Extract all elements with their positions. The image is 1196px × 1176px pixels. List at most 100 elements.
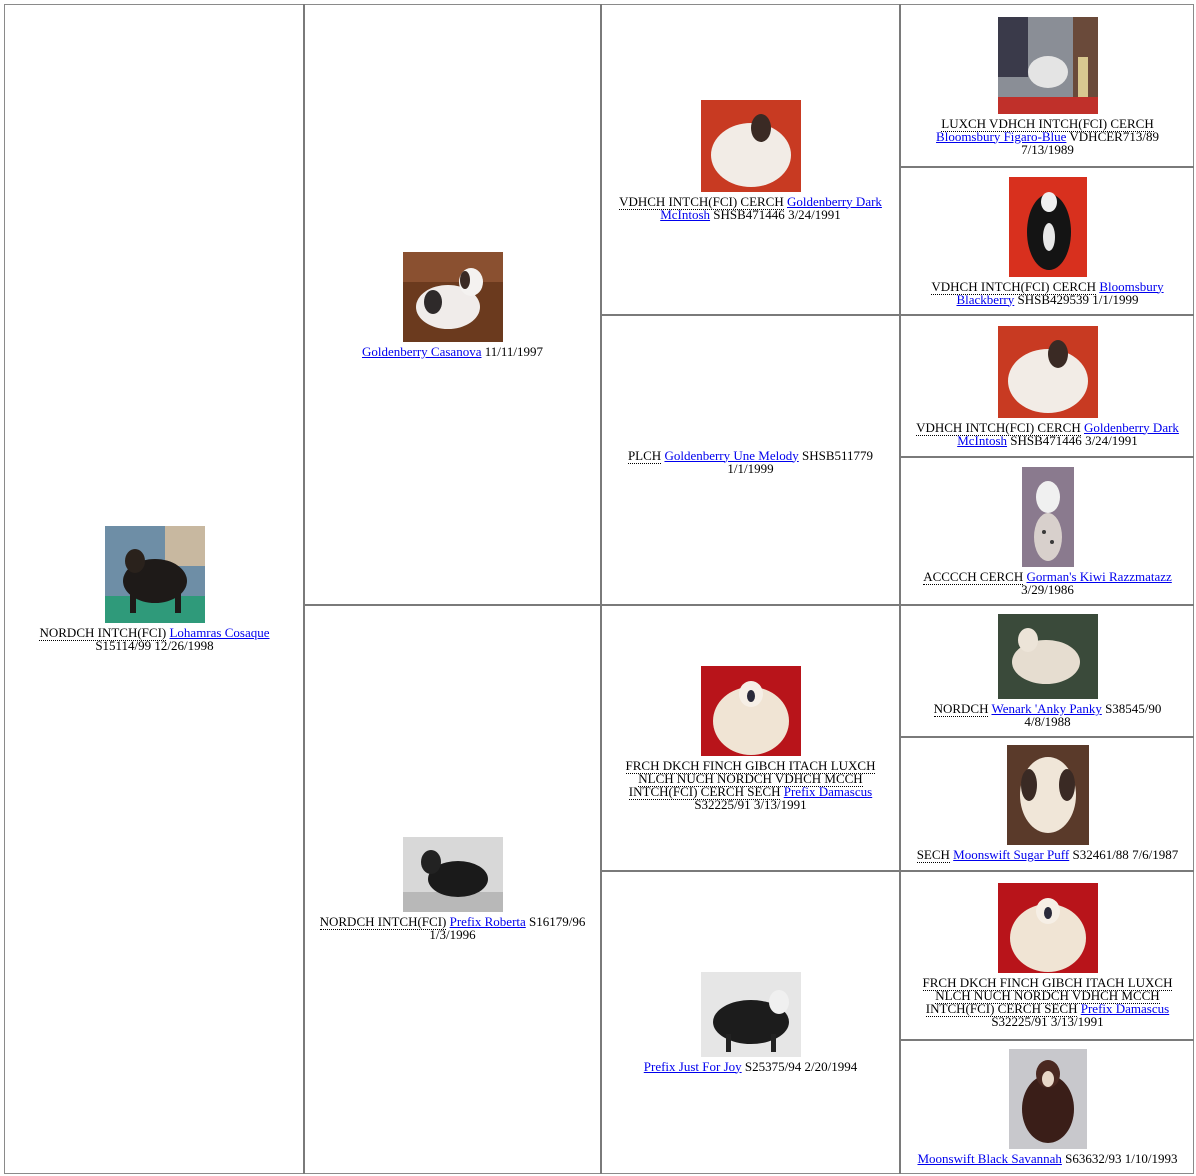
dog-titles: LUXCH VDHCH INTCH(FCI) CERCH (941, 115, 1154, 132)
dog-titles: VDHCH INTCH(FCI) CERCH (931, 278, 1097, 295)
dog-titles: FRCH DKCH FINCH GIBCH ITACH LUXCH NLCH N… (625, 757, 876, 800)
dog-registration: S38545/90 (1105, 701, 1162, 716)
dog-name-link[interactable]: Moonswift Sugar Puff (953, 847, 1070, 862)
dog-birthdate: 4/8/1988 (1024, 714, 1071, 729)
dog-cell-gen4: VDHCH INTCH(FCI) CERCH Goldenberry Dark … (901, 316, 1194, 456)
dog-info: SECH Moonswift Sugar Puff S32461/88 7/6/… (916, 847, 1179, 863)
dog-titles: NORDCH INTCH(FCI) (39, 625, 167, 641)
column-divider (303, 4, 305, 1174)
dog-name-link[interactable]: Moonswift Black Savannah (917, 1150, 1062, 1166)
dog-photo (997, 325, 1098, 418)
dog-name-link[interactable]: Gorman's Kiwi Razzmatazz (1026, 568, 1172, 584)
dog-registration: S25375/94 (744, 1058, 802, 1074)
dog-cell-sire: Goldenberry Casanova 11/11/1997 (305, 6, 600, 604)
dog-birthdate: 2/20/1994 (804, 1058, 858, 1074)
dog-info: Goldenberry Casanova 11/11/1997 (362, 345, 543, 358)
dog-name-link[interactable]: Lohamras Cosaque (169, 625, 270, 640)
dog-name-link[interactable]: Bloomsbury Figaro-Blue (936, 128, 1067, 144)
dog-birthdate: 3/24/1991 (788, 206, 841, 222)
dog-photo (700, 971, 801, 1057)
dog-titles: FRCH DKCH FINCH GIBCH ITACH LUXCH NLCH N… (922, 975, 1173, 1017)
row-divider (900, 166, 1194, 168)
dog-cell-gen4: LUXCH VDHCH INTCH(FCI) CERCH Bloomsbury … (901, 6, 1194, 166)
row-divider (900, 1039, 1194, 1041)
dog-birthdate: 3/24/1991 (1085, 432, 1138, 448)
dog-name-link[interactable]: Prefix Damascus (783, 783, 873, 799)
dog-photo (1006, 745, 1089, 845)
dog-cell-gen3: VDHCH INTCH(FCI) CERCH Goldenberry Dark … (602, 6, 899, 314)
dog-photo (1008, 1048, 1087, 1149)
dog-photo (700, 665, 801, 756)
dog-info: NORDCH INTCH(FCI) Prefix Roberta S16179/… (319, 914, 586, 942)
dog-name-link[interactable]: Prefix Just For Joy (643, 1058, 742, 1074)
dog-cell-gen3: FRCH DKCH FINCH GIBCH ITACH LUXCH NLCH N… (602, 606, 899, 870)
dog-registration: S15114/99 (95, 638, 152, 653)
dog-birthdate: 3/13/1991 (1050, 1014, 1104, 1029)
dog-photo (1021, 466, 1074, 567)
row-divider (601, 314, 1194, 316)
dog-birthdate: 12/26/1998 (154, 638, 214, 653)
dog-name-link[interactable]: Wenark 'Anky Panky (991, 701, 1102, 716)
column-divider (899, 4, 901, 1174)
dog-titles: NORDCH (933, 701, 989, 717)
dog-photo (402, 837, 503, 912)
dog-titles: VDHCH INTCH(FCI) CERCH (619, 193, 784, 210)
dog-birthdate: 1/1/1999 (1092, 291, 1139, 307)
dog-registration: SHSB471446 (1010, 432, 1082, 448)
dog-cell-gen4: ACCCCH CERCH Gorman's Kiwi Razzmatazz 3/… (901, 458, 1194, 604)
dog-name-link[interactable]: Prefix Roberta (449, 914, 526, 929)
dog-titles: NORDCH INTCH(FCI) (319, 914, 447, 930)
row-divider (304, 604, 1194, 606)
dog-info: LUXCH VDHCH INTCH(FCI) CERCH Bloomsbury … (936, 115, 1159, 157)
dog-cell-gen3: PLCH Goldenberry Une Melody SHSB511779 1… (602, 316, 899, 604)
dog-photo (700, 99, 801, 192)
dog-info: VDHCH INTCH(FCI) CERCH Bloomsbury Blackb… (919, 278, 1176, 307)
dog-cell-gen4: Moonswift Black Savannah S63632/93 1/10/… (901, 1041, 1194, 1172)
dog-cell-gen4: FRCH DKCH FINCH GIBCH ITACH LUXCH NLCH N… (901, 872, 1194, 1039)
dog-info: Moonswift Black Savannah S63632/93 1/10/… (918, 1152, 1178, 1165)
dog-registration: S32225/91 (694, 796, 751, 812)
dog-info: PLCH Goldenberry Une Melody SHSB511779 1… (627, 447, 873, 476)
dog-info: Prefix Just For Joy S25375/94 2/20/1994 (644, 1060, 857, 1073)
dog-registration: VDHCER713/89 (1069, 128, 1159, 144)
dog-photo (1008, 176, 1087, 277)
dog-info: FRCH DKCH FINCH GIBCH ITACH LUXCH NLCH N… (618, 757, 883, 812)
dog-name-link[interactable]: Goldenberry Dark McIntosh (660, 193, 882, 222)
dog-birthdate: 7/13/1989 (1021, 141, 1074, 157)
dog-name-link[interactable]: Bloomsbury Blackberry (956, 278, 1164, 307)
dog-info: NORDCH INTCH(FCI) Lohamras Cosaque S1511… (39, 625, 270, 653)
dog-registration: S16179/96 (529, 914, 586, 929)
dog-registration: S32225/91 (991, 1014, 1048, 1029)
dog-birthdate: 3/29/1986 (1021, 581, 1074, 597)
dog-name-link[interactable]: Goldenberry Une Melody (664, 447, 799, 463)
dog-registration: SHSB429539 (1017, 291, 1090, 307)
dog-titles: SECH (916, 847, 950, 863)
dog-birthdate: 1/10/1993 (1124, 1150, 1178, 1166)
dog-birthdate: 3/13/1991 (753, 796, 807, 812)
dog-cell-subject: NORDCH INTCH(FCI) Lohamras Cosaque S1511… (6, 6, 303, 1172)
dog-info: ACCCCH CERCH Gorman's Kiwi Razzmatazz 3/… (923, 568, 1172, 597)
dog-info: FRCH DKCH FINCH GIBCH ITACH LUXCH NLCH N… (917, 975, 1178, 1029)
dog-cell-gen4: VDHCH INTCH(FCI) CERCH Bloomsbury Blackb… (901, 168, 1194, 314)
dog-info: VDHCH INTCH(FCI) CERCH Goldenberry Dark … (610, 193, 891, 222)
dog-cell-gen4: SECH Moonswift Sugar Puff S32461/88 7/6/… (901, 738, 1194, 868)
dog-birthdate: 7/6/1987 (1132, 847, 1179, 862)
dog-registration: S32461/88 (1072, 847, 1129, 862)
dog-name-link[interactable]: Goldenberry Dark McIntosh (957, 419, 1179, 448)
row-divider (601, 870, 1194, 872)
dog-birthdate: 1/1/1999 (727, 460, 774, 476)
dog-registration: S63632/93 (1065, 1150, 1122, 1166)
dog-name-link[interactable]: Goldenberry Casanova (361, 344, 482, 359)
dog-info: NORDCH Wenark 'Anky Panky S38545/90 4/8/… (933, 701, 1162, 729)
dog-photo (402, 252, 503, 342)
pedigree-table (4, 4, 1194, 1174)
dog-photo (997, 16, 1098, 114)
dog-titles: VDHCH INTCH(FCI) CERCH (916, 419, 1081, 436)
dog-cell-dam: NORDCH INTCH(FCI) Prefix Roberta S16179/… (305, 606, 600, 1172)
dog-birthdate: 1/3/1996 (429, 927, 476, 942)
dog-titles: ACCCCH CERCH (923, 568, 1024, 585)
dog-name-link[interactable]: Prefix Damascus (1080, 1001, 1170, 1016)
dog-photo (104, 526, 205, 623)
dog-photo (997, 883, 1098, 973)
row-divider (900, 456, 1194, 458)
